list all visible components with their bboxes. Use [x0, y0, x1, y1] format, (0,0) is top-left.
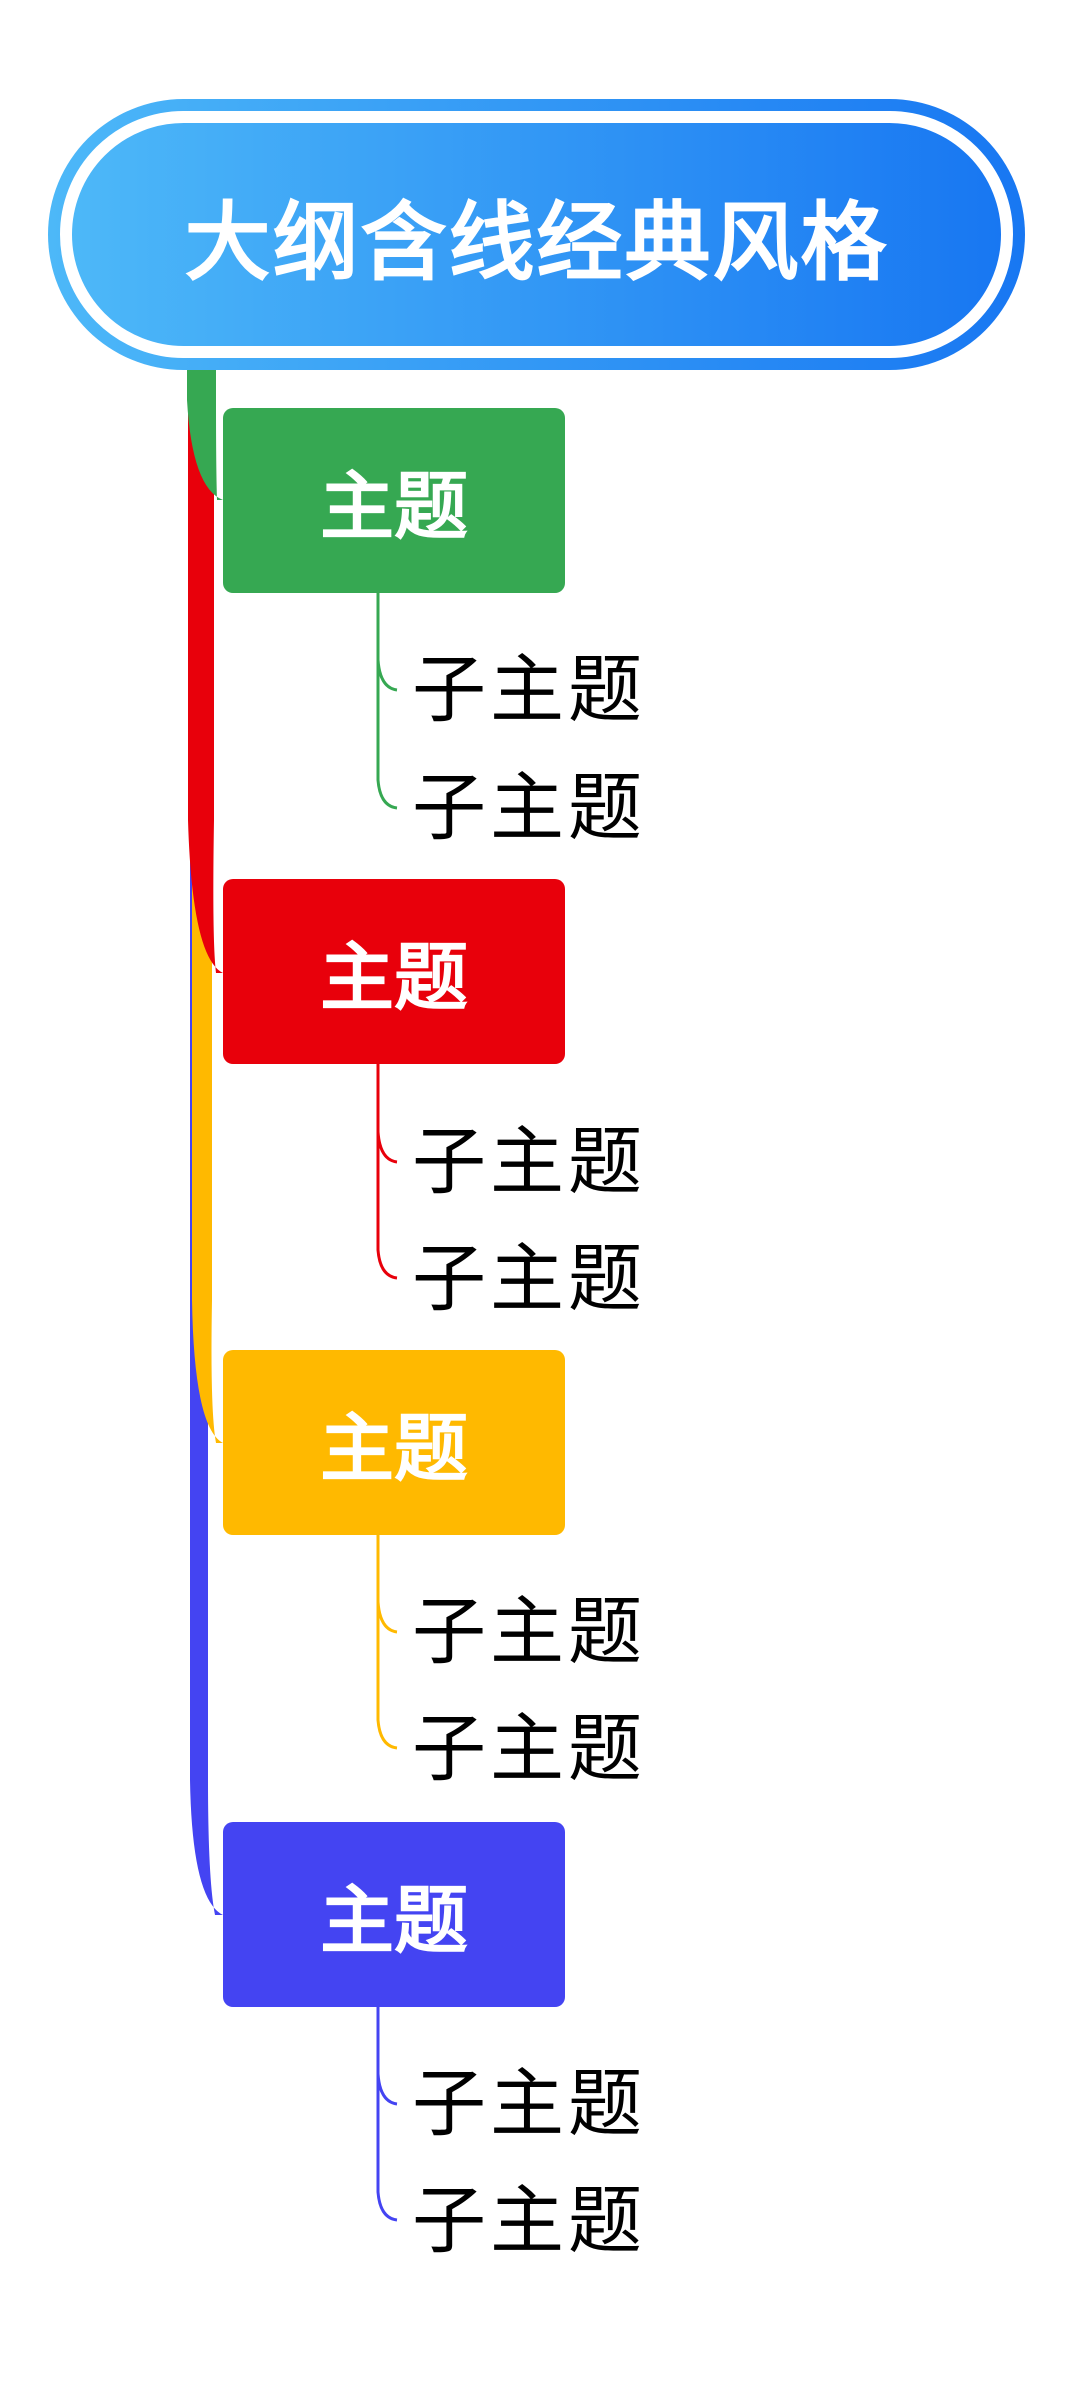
subtopic-2-1[interactable]: 子主题: [412, 1119, 646, 1205]
root-fill: [72, 123, 1001, 346]
branch-line-1: [187, 360, 223, 500]
sub-branch-3: [376, 1535, 398, 1750]
subtopic-4-1[interactable]: 子主题: [412, 2061, 646, 2147]
subtopic-3-2[interactable]: 子主题: [412, 1706, 646, 1792]
branch-line-2: [188, 360, 223, 973]
sub-branches: [376, 593, 398, 2222]
subtopic-1-2[interactable]: 子主题: [412, 765, 646, 851]
topic-node-3[interactable]: 主题: [223, 1350, 565, 1535]
subtopic-2-2[interactable]: 子主题: [412, 1236, 646, 1322]
subtopic-1-1[interactable]: 子主题: [412, 647, 646, 733]
topic-node-1[interactable]: 主题: [223, 408, 565, 593]
topic-node-4[interactable]: 主题: [223, 1822, 565, 2007]
root-node[interactable]: 大纲含线经典风格: [48, 99, 1025, 370]
root-title: 大纲含线经典风格: [184, 193, 889, 293]
subtopic-4-2[interactable]: 子主题: [412, 2178, 646, 2264]
sub-branch-2: [376, 1064, 398, 1280]
subtopic-3-1[interactable]: 子主题: [412, 1589, 646, 1675]
sub-branch-1: [376, 593, 398, 810]
topic-node-2[interactable]: 主题: [223, 879, 565, 1064]
main-branches: [187, 360, 223, 1915]
sub-branch-4: [376, 2007, 398, 2222]
